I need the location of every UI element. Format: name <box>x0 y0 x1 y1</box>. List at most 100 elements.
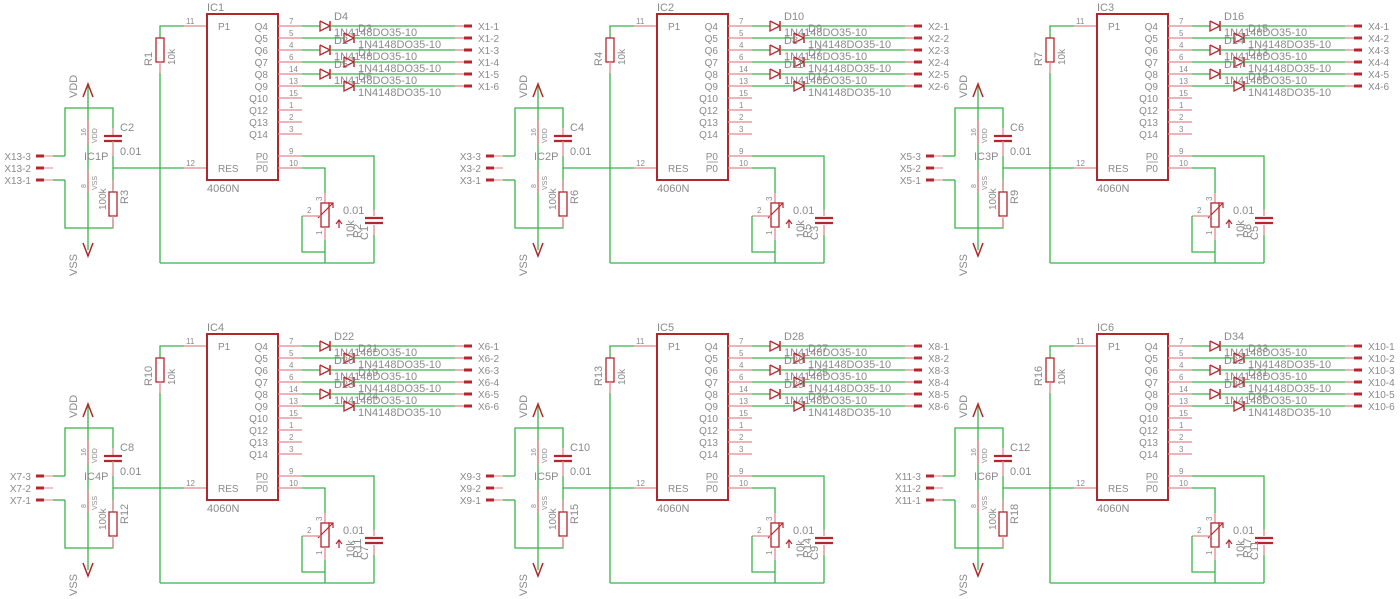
diode-icon <box>769 20 782 33</box>
resistor-body <box>558 511 568 537</box>
pin-number: 11 <box>636 337 645 346</box>
cap-value: 0.01 <box>1233 525 1254 537</box>
diode-part-number: 1N4148DO35-10 <box>358 407 441 419</box>
connector-label: X11-2 <box>895 484 921 495</box>
wiper-arrowhead <box>1218 522 1224 528</box>
vss-arrow-icon <box>532 562 544 579</box>
pin-number: 11 <box>186 337 195 346</box>
vdd-label: VDD <box>958 75 970 98</box>
pin-number: 10 <box>1179 479 1188 488</box>
diode-part-number: 1N4148DO35-10 <box>358 87 441 99</box>
connector-label: X7-3 <box>10 472 32 483</box>
output-connector-label: X6-1 <box>478 342 500 353</box>
pin-name: Q9 <box>1145 82 1159 93</box>
diode-icon <box>793 80 806 93</box>
diode-part-number: 1N4148DO35-10 <box>784 395 867 407</box>
pin-name: Q6 <box>1145 46 1159 57</box>
output-connector-label: X2-3 <box>928 46 950 57</box>
diode-icon <box>769 388 782 401</box>
diode-part-number: 1N4148DO35-10 <box>808 87 891 99</box>
wire-wiper-short <box>751 216 775 253</box>
pin-number: 14 <box>739 385 748 394</box>
pin-number: 16 <box>971 448 978 456</box>
cap-designator: C9 <box>809 546 821 560</box>
pin-number: 3 <box>315 196 324 201</box>
pin-number: 2 <box>307 526 312 535</box>
wire-p0-bar <box>1192 487 1216 513</box>
ic-body <box>206 13 279 181</box>
pin-number: 4 <box>739 361 744 370</box>
ic-type: 4060N <box>207 503 239 515</box>
cap-designator: C4 <box>570 122 584 134</box>
cap-designator: C5 <box>1249 226 1261 240</box>
cap-value: 0.01 <box>793 525 814 537</box>
output-connector-label: X6-2 <box>478 354 500 365</box>
pin-name: Q8 <box>255 70 269 81</box>
cap-value: 0.01 <box>1010 146 1031 158</box>
pin-number: 12 <box>186 479 195 488</box>
diode-icon <box>1233 352 1246 365</box>
pin-number: 4 <box>289 361 294 370</box>
diode-icon <box>1233 400 1246 413</box>
connector-label: X3-1 <box>460 176 482 187</box>
resistor-designator: R16 <box>1033 366 1045 386</box>
wire-p1 <box>609 345 634 358</box>
pin-number: 4 <box>289 41 294 50</box>
diode-icon <box>793 352 806 365</box>
pin-name: P0 <box>1146 152 1159 163</box>
diode-part-number: 1N4148DO35-10 <box>358 63 441 75</box>
vdd-arrow-icon <box>972 81 984 98</box>
wiper-arrowhead <box>778 202 784 208</box>
vdd-arrow-icon <box>82 401 94 418</box>
ic-designator: IC1 <box>207 2 224 14</box>
diode-icon <box>343 400 356 413</box>
diode-designator: D33 <box>1248 343 1268 355</box>
pin-number: 2 <box>289 433 294 442</box>
potentiometer-body <box>1210 522 1220 548</box>
pin-number: 2 <box>739 113 744 122</box>
pin-name: VSS <box>982 496 989 510</box>
diode-part-number: 1N4148DO35-10 <box>334 27 417 39</box>
pin-name: Q10 <box>699 414 718 425</box>
resistor-value: 100k <box>988 507 999 530</box>
diode-part-number: 1N4148DO35-10 <box>784 75 867 87</box>
diode-designator: D5 <box>334 59 348 71</box>
pin-number: 9 <box>1179 147 1184 156</box>
output-connector-label: X10-4 <box>1368 378 1395 389</box>
diode-part-number: 1N4148DO35-10 <box>808 63 891 75</box>
diode-designator: D22 <box>334 331 354 343</box>
pin-name: Q14 <box>1139 450 1158 461</box>
resistor-value: 100k <box>548 187 559 210</box>
pin-name: Q8 <box>1145 390 1159 401</box>
pin-name: Q5 <box>255 354 269 365</box>
pin-number: 9 <box>289 467 294 476</box>
diode-icon <box>793 376 806 389</box>
pin-number: 10 <box>289 159 298 168</box>
pin-number: 1 <box>765 230 774 235</box>
resistor-designator: R15 <box>569 504 581 524</box>
pin-name: VSS <box>92 176 99 190</box>
diode-designator: D13 <box>1248 47 1268 59</box>
output-connector-label: X6-3 <box>478 366 500 377</box>
pin-number: 15 <box>739 409 748 418</box>
pin-number: 6 <box>739 53 744 62</box>
ic-type: 4060N <box>657 183 689 195</box>
resistor-value: 100k <box>988 187 999 210</box>
diode-icon <box>1233 32 1246 45</box>
pin-number: 14 <box>289 65 298 74</box>
potentiometer-body <box>770 202 780 228</box>
diode-designator: D15 <box>1248 23 1268 35</box>
adjust-arrow-icon <box>1225 539 1233 545</box>
wire-vdd-loop <box>514 427 564 476</box>
pin-name: Q12 <box>249 106 268 117</box>
resistor-designator: R9 <box>1009 190 1021 204</box>
diode-designator: D27 <box>808 343 828 355</box>
pin-number: 3 <box>289 125 294 134</box>
pin-name: VSS <box>542 176 549 190</box>
diode-designator: D23 <box>334 379 354 391</box>
pin-name: Q13 <box>249 438 268 449</box>
